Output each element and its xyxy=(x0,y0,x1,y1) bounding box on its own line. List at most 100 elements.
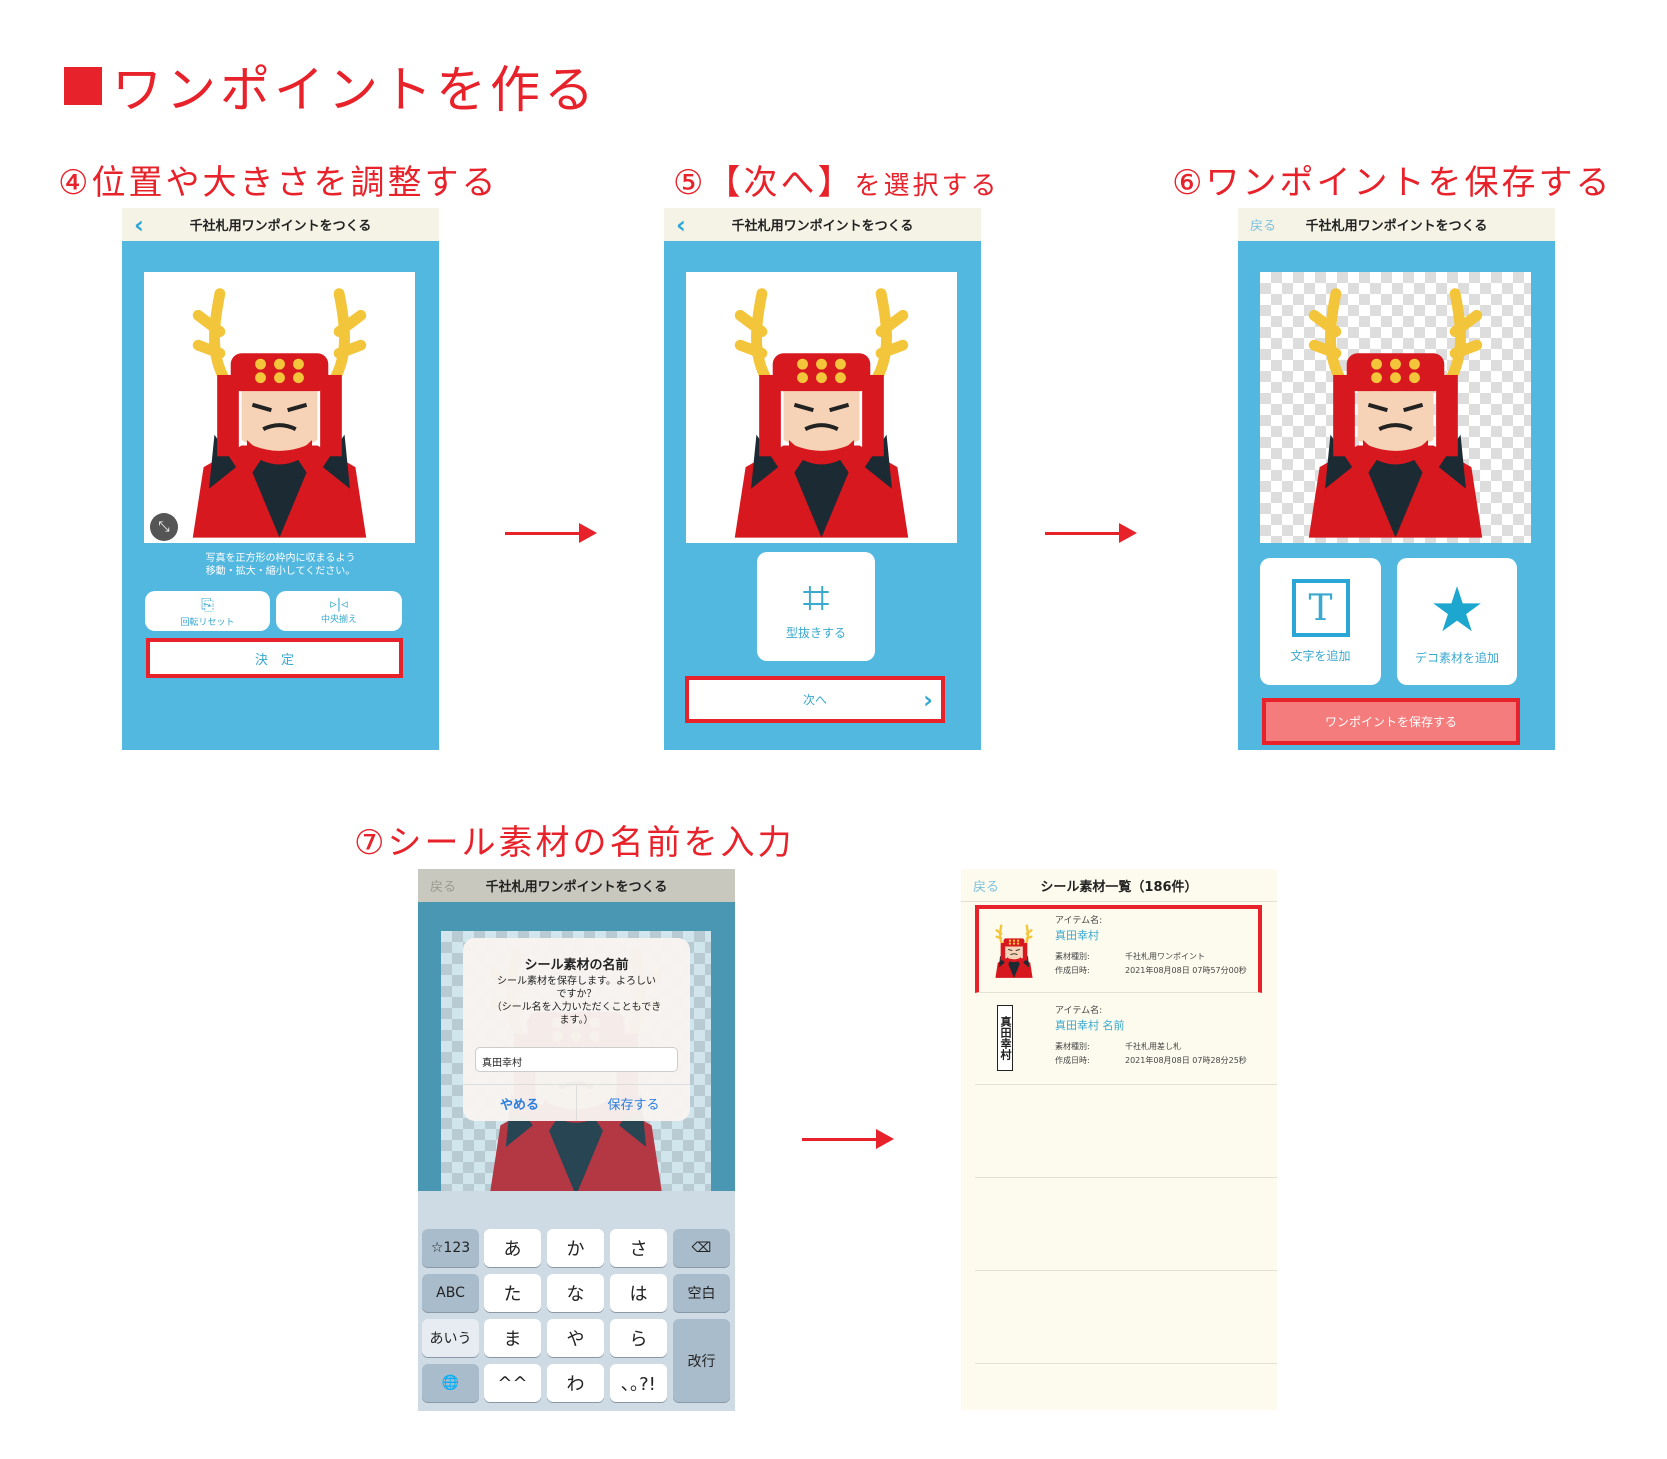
rotate-reset-label: 回転リセット xyxy=(180,617,235,628)
key[interactable]: ABC xyxy=(422,1274,479,1312)
item-type: 千社札用差し札 xyxy=(1125,1042,1181,1051)
item-date: 2021年08月08日 07時57分00秒 xyxy=(1125,966,1247,975)
next-button[interactable]: 次へ › xyxy=(685,676,945,723)
phone-name-dialog: 戻る 千社札用ワンポイントをつくる シール素材の名前 シール素材を保存します。よろ… xyxy=(418,869,735,1411)
nav-bar: ‹千社札用ワンポイントをつくる xyxy=(664,208,981,241)
item-date: 2021年08月08日 07時28分25秒 xyxy=(1125,1056,1247,1065)
add-text-label: 文字を追加 xyxy=(1290,649,1351,663)
empty-row xyxy=(975,1085,1277,1178)
key[interactable]: ☆123 xyxy=(422,1229,479,1267)
message-line: （シール名を入力いただくこともでき xyxy=(491,1002,662,1013)
key[interactable]: か xyxy=(547,1229,604,1267)
key[interactable]: わ xyxy=(547,1364,604,1402)
screen-title: 千社札用ワンポイントをつくる xyxy=(189,219,372,234)
step-7-heading: ⑦シール素材の名前を入力 xyxy=(354,823,795,863)
center-align-button[interactable]: ▹|◃ 中央揃え xyxy=(276,591,402,631)
add-deco-button[interactable]: ★ デコ素材を追加 xyxy=(1397,558,1517,685)
save-button[interactable]: 保存する xyxy=(607,1097,660,1113)
arrow-right-icon xyxy=(802,1129,894,1149)
samurai-illustration xyxy=(995,924,1033,978)
phone-adjust-screen: ‹ 千社札用ワンポイントをつくる ⤡ 写真を正方形の枠内に収まるよう移動・拡大・縮… xyxy=(122,208,439,750)
dialog-actions: やめる 保存する xyxy=(463,1084,690,1121)
item-name: 真田幸村 名前 xyxy=(1055,1019,1125,1032)
photo-editor-canvas[interactable] xyxy=(144,272,415,543)
instruction-line-1: 写真を正方形の枠内に収まるよう xyxy=(205,553,356,564)
screen-title: 千社札用ワンポイントをつくる xyxy=(1305,219,1488,234)
empty-row xyxy=(975,1271,1277,1364)
key[interactable]: ら xyxy=(610,1319,667,1357)
dialog-title: シール素材の名前 xyxy=(524,958,629,973)
arrow-right-icon xyxy=(1045,523,1137,543)
date-label: 作成日時: xyxy=(1055,966,1090,975)
step-5-b: を選択する xyxy=(854,171,1000,201)
step-5-a: ⑤【次へ】 xyxy=(673,163,855,203)
add-text-button[interactable]: T 文字を追加 xyxy=(1260,558,1381,685)
type-label: 素材種別: xyxy=(1055,952,1090,961)
date-label: 作成日時: xyxy=(1055,1056,1090,1065)
message-line: シール素材を保存します。よろしい xyxy=(497,976,656,987)
resize-handle-icon[interactable]: ⤡ xyxy=(150,513,178,541)
star-icon: ★ xyxy=(1429,573,1485,646)
cancel-button[interactable]: やめる xyxy=(463,1085,577,1121)
rotate-icon: ⎘ xyxy=(201,594,214,614)
key[interactable]: ^^ xyxy=(484,1364,541,1402)
center-align-label: 中央揃え xyxy=(320,615,357,625)
key[interactable]: な xyxy=(547,1274,604,1312)
samurai-illustration xyxy=(1308,288,1483,538)
empty-row xyxy=(975,1178,1277,1271)
crop-icon: ⌗ xyxy=(802,570,830,626)
key[interactable]: や xyxy=(547,1319,604,1357)
name-dialog: シール素材の名前 シール素材を保存します。よろしいですか？ （シール名を入力いただ… xyxy=(463,938,690,1121)
rotate-reset-button[interactable]: ⎘ 回転リセット xyxy=(145,591,270,631)
decide-button[interactable]: 決 定 xyxy=(146,638,403,678)
phone-save-screen: 戻る 千社札用ワンポイントをつくる T 文字を追加 ★ デコ素材を追加 ワンポイントを… xyxy=(1238,208,1555,750)
key[interactable]: 空白 xyxy=(673,1274,730,1312)
key[interactable]: ⌫ xyxy=(673,1229,730,1267)
transparent-preview xyxy=(1260,272,1531,543)
key[interactable]: あいう xyxy=(422,1319,479,1357)
crop-label: 型抜きする xyxy=(785,626,846,640)
center-align-icon: ▹|◃ xyxy=(330,597,348,612)
key[interactable]: さ xyxy=(610,1229,667,1267)
list-item[interactable]: 真田幸村 アイテム名: 真田幸村 名前 素材種別: 千社札用差し札 作成日時: … xyxy=(975,993,1277,1085)
key[interactable]: 改行 xyxy=(673,1319,730,1402)
key[interactable]: は xyxy=(610,1274,667,1312)
step-5-heading: ⑤【次へ】を選択する xyxy=(673,155,1000,204)
crop-button[interactable]: ⌗型抜きする xyxy=(757,552,875,661)
decide-label: 決 定 xyxy=(254,652,294,668)
next-label: 次へ xyxy=(802,693,827,707)
back-link[interactable]: 戻る xyxy=(430,880,457,895)
nav-bar: 戻る 千社札用ワンポイントをつくる xyxy=(418,869,735,902)
key[interactable]: 🌐 xyxy=(422,1364,479,1402)
dialog-message: シール素材を保存します。よろしいですか？（シール名を入力いただくこともできます。… xyxy=(463,975,690,1027)
back-chevron-icon[interactable]: ‹ xyxy=(134,211,144,239)
name-label: アイテム名: xyxy=(1055,1006,1103,1016)
add-deco-label: デコ素材を追加 xyxy=(1414,651,1499,665)
list-item[interactable]: アイテム名: 真田幸村 素材種別: 千社札用ワンポイント 作成日時: 2021年… xyxy=(975,905,1262,993)
text-box-icon: T xyxy=(1291,579,1350,637)
step-4-heading: ④位置や大きさを調整する xyxy=(58,163,499,203)
save-onepoint-button[interactable]: ワンポイントを保存する xyxy=(1262,698,1520,745)
key[interactable]: ､｡?! xyxy=(610,1364,667,1402)
key[interactable]: た xyxy=(484,1274,541,1312)
back-link[interactable]: 戻る xyxy=(973,879,1000,895)
message-line: ですか？ xyxy=(556,989,597,1000)
sticker-list-screen: 戻るシール素材一覧（186件） アイテム名: 真田幸村 素材種別: 千社札用ワン… xyxy=(961,869,1277,1410)
name-input[interactable]: 真田幸村 xyxy=(475,1047,678,1072)
page-title: ワンポイントを作る xyxy=(64,50,598,122)
instruction-text: 写真を正方形の枠内に収まるよう移動・拡大・縮小してください。 xyxy=(122,552,439,578)
key[interactable]: あ xyxy=(484,1229,541,1267)
photo-preview xyxy=(686,272,957,543)
nav-bar: 戻るシール素材一覧（186件） xyxy=(961,869,1277,902)
item-type: 千社札用ワンポイント xyxy=(1125,952,1205,961)
back-link[interactable]: 戻る xyxy=(1250,219,1277,234)
title-text: ワンポイントを作る xyxy=(112,61,598,119)
arrow-right-icon xyxy=(505,523,597,543)
back-chevron-icon[interactable]: ‹ xyxy=(676,211,686,239)
chevron-right-icon: › xyxy=(923,686,933,714)
nav-bar: ‹ 千社札用ワンポイントをつくる xyxy=(122,208,439,241)
nav-bar: 戻る 千社札用ワンポイントをつくる xyxy=(1238,208,1555,241)
key[interactable]: ま xyxy=(484,1319,541,1357)
screen-title: 千社札用ワンポイントをつくる xyxy=(485,880,668,895)
